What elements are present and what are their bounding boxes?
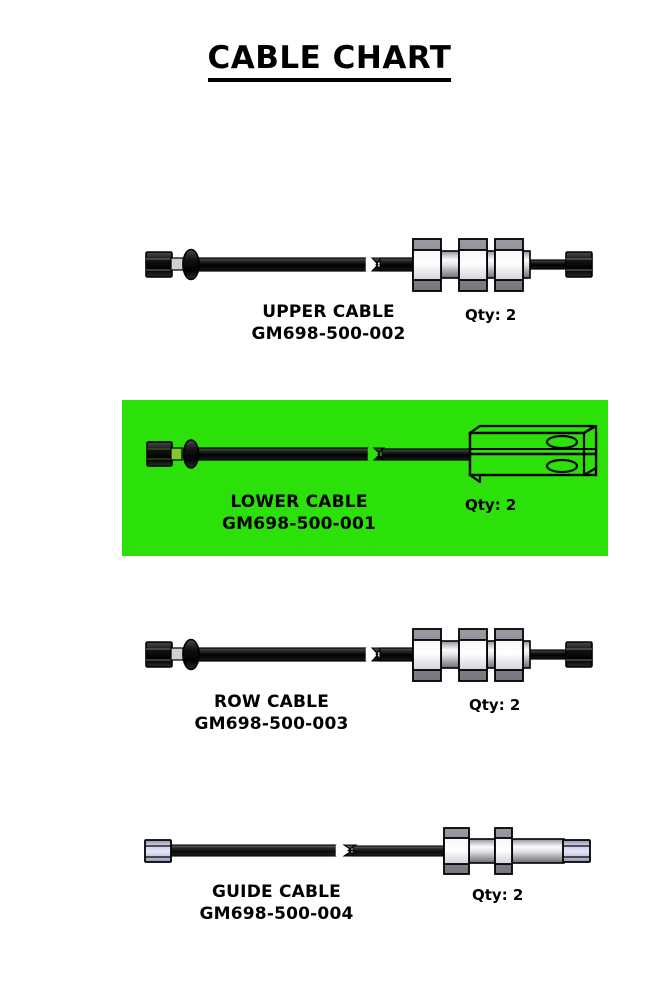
cable-name: UPPER CABLE (262, 302, 395, 322)
cable-drawing-upper (0, 228, 659, 302)
cable-drawing-lower (122, 400, 608, 492)
cable-part-number: GM698-500-003 (194, 714, 349, 734)
cable-name: GUIDE CABLE (212, 882, 341, 902)
cable-labels: ROW CABLE GM698-500-003 Qty: 2 (0, 692, 659, 748)
cable-name: LOWER CABLE (230, 492, 368, 512)
cable-name: ROW CABLE (213, 692, 330, 712)
cable-quantity: Qty: 2 (465, 306, 517, 324)
cable-part-number: GM698-500-002 (251, 324, 406, 344)
cable-quantity: Qty: 2 (469, 696, 521, 714)
cable-drawing-row (0, 618, 659, 692)
cable-quantity: Qty: 2 (472, 886, 524, 904)
cable-row: ROW CABLE GM698-500-003 Qty: 2 (0, 618, 659, 748)
cable-row: GUIDE CABLE GM698-500-004 Qty: 2 (0, 820, 659, 938)
cable-row: UPPER CABLE GM698-500-002 Qty: 2 (0, 228, 659, 358)
cable-part-number: GM698-500-004 (199, 904, 354, 924)
cable-part-number: GM698-500-001 (221, 514, 377, 534)
cable-labels: GUIDE CABLE GM698-500-004 Qty: 2 (0, 882, 659, 938)
cable-labels: UPPER CABLE GM698-500-002 Qty: 2 (0, 302, 659, 358)
cable-labels: LOWER CABLE GM698-500-001 Qty: 2 (122, 492, 608, 548)
page-title-text: CABLE CHART (207, 40, 452, 82)
page-title: CABLE CHART (0, 40, 659, 82)
cable-quantity: Qty: 2 (465, 496, 517, 514)
cable-drawing-guide (0, 820, 659, 882)
cable-row-highlighted: LOWER CABLE GM698-500-001 Qty: 2 (122, 400, 608, 556)
